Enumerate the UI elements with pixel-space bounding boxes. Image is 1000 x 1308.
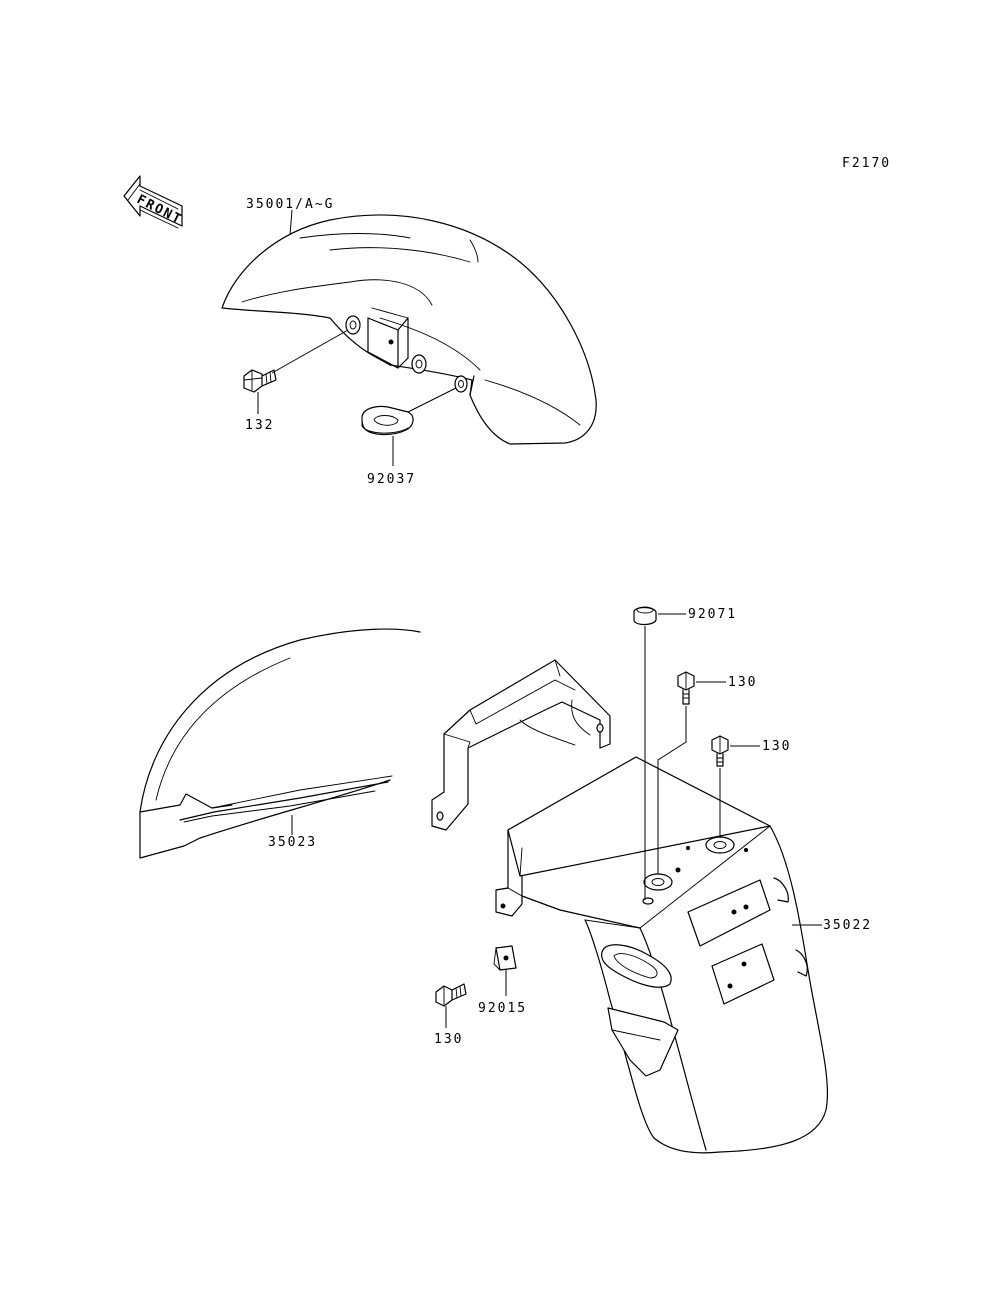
bolt-top-2-icon [711, 735, 729, 838]
grommet-icon [633, 606, 657, 900]
bolt-front-icon [243, 329, 349, 393]
bolt-lower-icon [435, 983, 467, 1007]
rear-fender [495, 756, 829, 1154]
front-fender [221, 214, 597, 445]
front-arrow-icon: FRONT [123, 175, 185, 229]
guide-front-icon [361, 387, 457, 436]
part-label-bolt-lower: 130 [434, 1032, 463, 1047]
figure-code: F2170 [842, 156, 891, 171]
part-label-bolt-top-1: 130 [728, 675, 757, 690]
inner-fender [139, 628, 611, 859]
part-label-bolt-top-2: 130 [762, 739, 791, 754]
part-label-nut-clip: 92015 [478, 1001, 527, 1016]
part-label-front-fender: 35001/A~G [246, 197, 334, 212]
part-label-guide-front: 92037 [367, 472, 416, 487]
nut-clip-icon [493, 945, 517, 971]
part-label-grommet: 92071 [688, 607, 737, 622]
part-label-bolt-front: 132 [245, 418, 274, 433]
part-label-inner-fender: 35023 [268, 835, 317, 850]
part-label-rear-fender: 35022 [823, 918, 872, 933]
front-label: FRONT [134, 192, 185, 228]
bolt-top-1-icon [657, 671, 695, 874]
